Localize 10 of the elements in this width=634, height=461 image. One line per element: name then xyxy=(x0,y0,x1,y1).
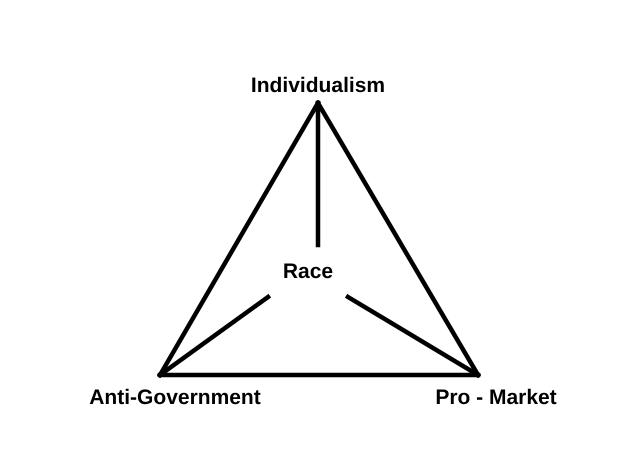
connector-line xyxy=(346,294,480,378)
node-label: Race xyxy=(282,260,334,282)
connector-line xyxy=(158,294,270,378)
node-label: Pro - Market xyxy=(435,386,557,408)
node-label: Anti-Government xyxy=(89,386,261,408)
connector-line xyxy=(316,100,320,248)
connector-line xyxy=(316,100,480,378)
connector-line xyxy=(158,100,320,378)
node-label: Individualism xyxy=(250,75,386,96)
connector-line xyxy=(158,372,480,378)
